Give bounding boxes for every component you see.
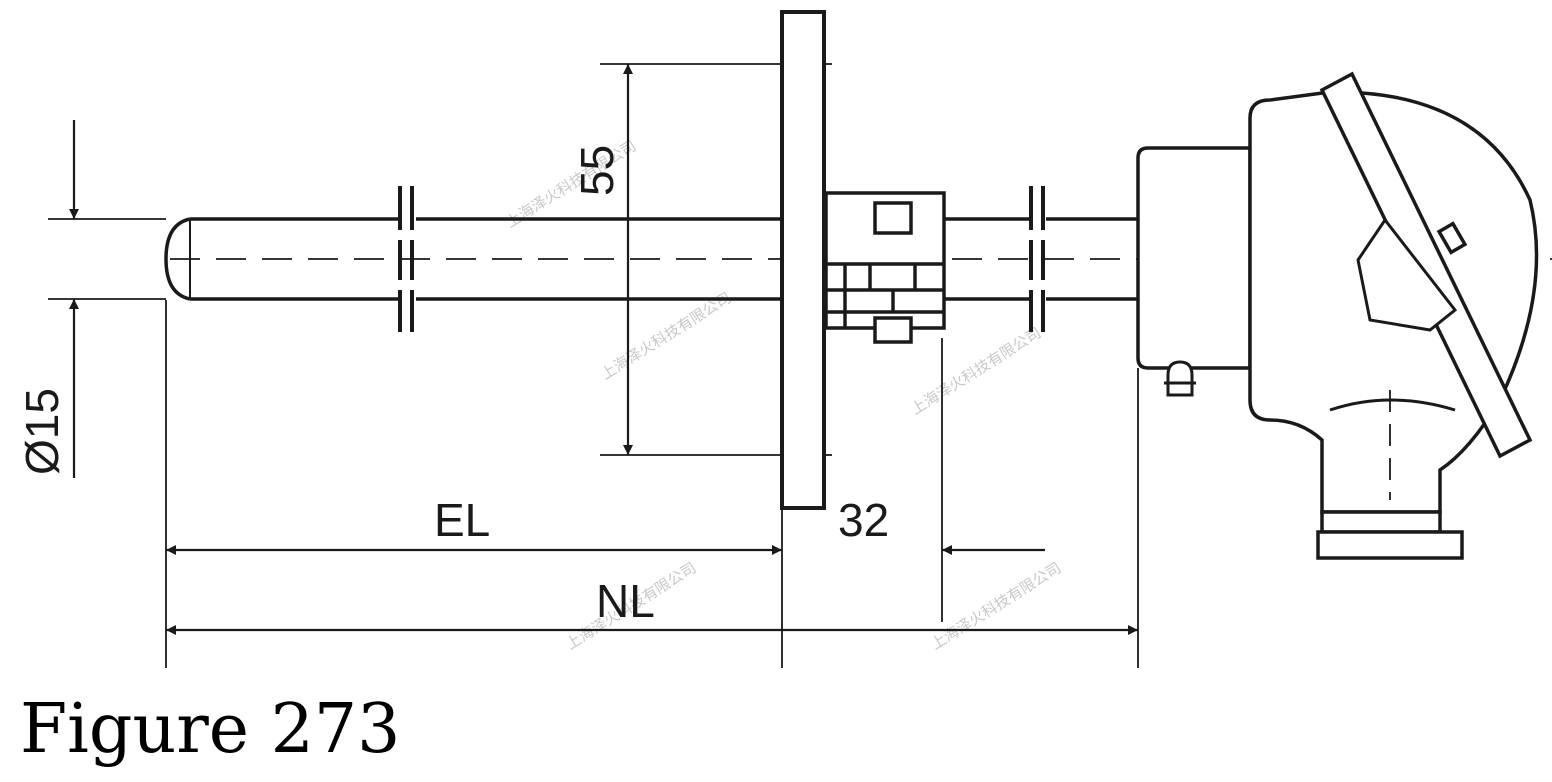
flange-height-label: 55: [571, 145, 623, 196]
extension-tube: [944, 217, 1138, 301]
probe-rod: [164, 217, 782, 301]
offset-label: 32: [838, 494, 889, 546]
nl-label: NL: [596, 575, 655, 627]
diameter-label: Ø15: [16, 388, 68, 475]
watermark-2: 上海泽火科技有限公司: [598, 289, 735, 384]
figure-caption: Figure 273: [20, 690, 400, 769]
flange-plate: [780, 10, 826, 510]
rod-break-mark: [398, 186, 414, 332]
terminal-head: [1136, 71, 1539, 560]
el-label: EL: [434, 494, 490, 546]
tube-break-mark: [1029, 186, 1045, 332]
dimension-lines: [69, 64, 1138, 635]
compression-fitting: [824, 191, 946, 344]
watermark-3: 上海泽火科技有限公司: [908, 324, 1045, 419]
watermark-5: 上海泽火科技有限公司: [928, 559, 1065, 654]
